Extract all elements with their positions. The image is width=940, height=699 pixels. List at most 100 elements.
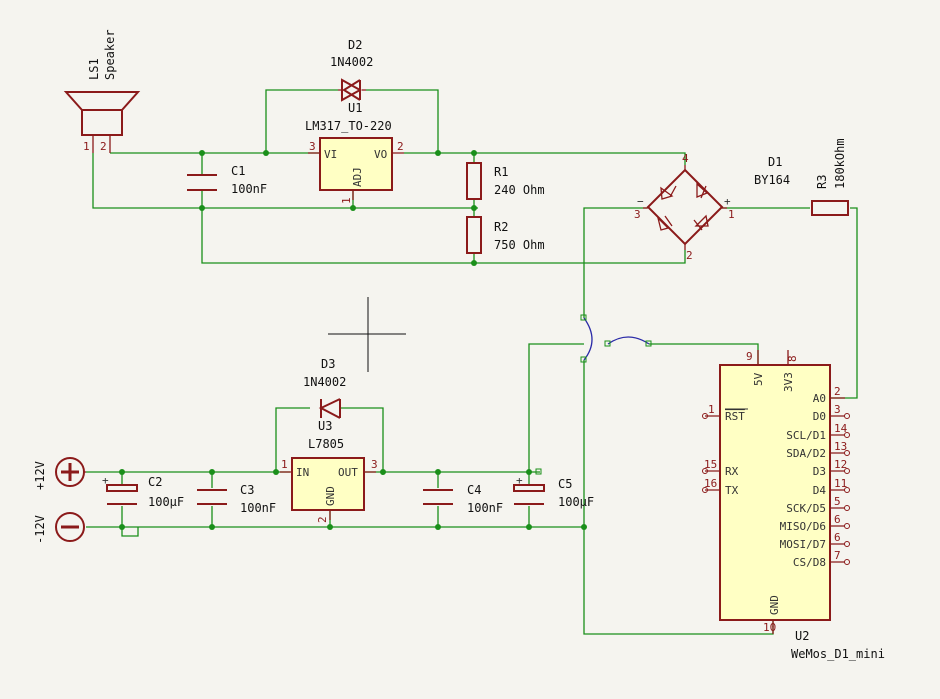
u2-pin-num-9: 7 [834, 549, 841, 562]
d1-pin2: 2 [686, 249, 693, 262]
u2-gnd-num: 10 [763, 621, 776, 634]
u1-pin1: 1 [340, 197, 353, 204]
u3-out-label: OUT [338, 466, 358, 479]
u2-pin-num-3: 13 [834, 440, 847, 453]
u1-vo-label: VO [374, 148, 387, 161]
u2-right-pin-labels: A02D03SCL/D114SDA/D213D312D411SCK/D55MIS… [780, 385, 848, 569]
u2-pin-num-7: 6 [834, 513, 841, 526]
u2-pin-label-2: SCL/D1 [786, 429, 826, 442]
speaker-ls1[interactable]: 1 2 LS1 Speaker [63, 29, 141, 153]
r2-value: 750 Ohm [494, 238, 545, 252]
d3-ref: D3 [321, 357, 335, 371]
u2-pin-num-4: 12 [834, 458, 847, 471]
d1-ref: D1 [768, 155, 782, 169]
u2-pin-label-5: D4 [813, 484, 827, 497]
u2-pin-3v3-num: 8 [786, 355, 799, 362]
u2-5v-label: 5V [752, 372, 765, 386]
resistor-r1[interactable]: R1 240 Ohm [466, 162, 545, 200]
d1-minus: − [637, 195, 644, 208]
u3-gnd-label: GND [324, 486, 337, 506]
d3-value: 1N4002 [303, 375, 346, 389]
u2-pin-num-5: 11 [834, 477, 847, 490]
resistor-r2[interactable]: R2 750 Ohm [466, 216, 545, 254]
u2-gnd-label: GND [768, 595, 781, 615]
u2-pin-label-0: A0 [813, 392, 826, 405]
u1-ref: U1 [348, 101, 362, 115]
r1-ref: R1 [494, 165, 508, 179]
u1-pin3: 3 [309, 140, 316, 153]
c2-ref: C2 [148, 475, 162, 489]
diode-d3[interactable]: D3 1N4002 [303, 357, 346, 419]
regulator-u1[interactable]: VI VO ADJ 3 2 1 U1 LM317_TO-220 [305, 101, 404, 204]
u2-pin-label-9: CS/D8 [793, 556, 826, 569]
r1-value: 240 Ohm [494, 183, 545, 197]
u2-rx-num: 15 [704, 458, 717, 471]
u2-tx-label: TX [725, 484, 739, 497]
power-terminal-plus[interactable]: +12V [33, 457, 86, 490]
d1-pin1: 1 [728, 208, 735, 221]
u1-pin2: 2 [397, 140, 404, 153]
ls1-value: Speaker [103, 29, 117, 80]
u3-pin3: 3 [371, 458, 378, 471]
u2-pin-num-1: 3 [834, 403, 841, 416]
u2-3v3-label: 3V3 [782, 372, 795, 392]
jumper-arcs [535, 314, 652, 475]
u2-pin-num-6: 5 [834, 495, 841, 508]
c1-ref: C1 [231, 164, 245, 178]
c4-value: 100nF [467, 501, 503, 515]
u1-vi-label: VI [324, 148, 337, 161]
u3-pin2: 2 [316, 516, 329, 523]
module-u2[interactable]: 9 8 5V 3V3 1 15 16 RST RX TX A02D03SCL/D… [702, 350, 885, 661]
c4-ref: C4 [467, 483, 481, 497]
u2-value: WeMos_D1_mini [791, 647, 885, 661]
d2-ref: D2 [348, 38, 362, 52]
u2-pin-num-0: 2 [834, 385, 841, 398]
u2-pin-label-6: SCK/D5 [786, 502, 826, 515]
capacitor-c1[interactable]: C1 100nF [187, 164, 267, 196]
cursor-crosshair [328, 297, 406, 372]
bridge-rectifier-d1[interactable]: 4 2 3 1 − + D1 BY164 [634, 152, 790, 262]
c2-value: 100µF [148, 495, 184, 509]
u2-pin-label-7: MISO/D6 [780, 520, 826, 533]
d1-pin4: 4 [682, 152, 689, 165]
u1-adj-label: ADJ [351, 167, 364, 187]
resistor-r3[interactable]: R3 180kOhm [811, 138, 849, 216]
ls1-pin2: 2 [100, 140, 107, 153]
minus-12v-label: -12V [33, 515, 47, 544]
u3-in-label: IN [296, 466, 309, 479]
ls1-pin1: 1 [83, 140, 90, 153]
r2-ref: R2 [494, 220, 508, 234]
u2-pin-label-8: MOSI/D7 [780, 538, 826, 551]
u2-pin-label-4: D3 [813, 465, 826, 478]
r3-ref: R3 [815, 175, 829, 189]
power-terminal-minus[interactable]: -12V [33, 512, 85, 544]
d1-value: BY164 [754, 173, 790, 187]
r3-value: 180kOhm [833, 138, 847, 189]
capacitor-c5[interactable]: + C5 100µF [513, 474, 594, 509]
ls1-ref: LS1 [87, 58, 101, 80]
u2-rst-label: RST [725, 410, 745, 423]
u2-ref: U2 [795, 629, 809, 643]
u1-value: LM317_TO-220 [305, 119, 392, 133]
capacitor-c3[interactable]: C3 100nF [197, 483, 276, 515]
u2-pin-5v-num: 9 [746, 350, 753, 363]
u3-value: L7805 [308, 437, 344, 451]
regulator-u3[interactable]: IN OUT GND 1 3 2 U3 L7805 [280, 419, 378, 523]
capacitor-c2[interactable]: + C2 100µF [102, 474, 184, 509]
c1-value: 100nF [231, 182, 267, 196]
diode-d2[interactable]: D2 1N4002 [330, 38, 373, 102]
svg-text:+: + [516, 474, 523, 487]
c5-value: 100µF [558, 495, 594, 509]
u2-pin-label-3: SDA/D2 [786, 447, 826, 460]
c5-ref: C5 [558, 477, 572, 491]
svg-text:+: + [102, 474, 109, 487]
capacitor-c4[interactable]: C4 100nF [423, 483, 503, 515]
u3-ref: U3 [318, 419, 332, 433]
wires-upper [92, 89, 858, 399]
u3-pin1: 1 [281, 458, 288, 471]
plus-12v-label: +12V [33, 461, 47, 490]
u2-rst-num: 1 [708, 403, 715, 416]
u2-tx-num: 16 [704, 477, 717, 490]
d1-pin3: 3 [634, 208, 641, 221]
